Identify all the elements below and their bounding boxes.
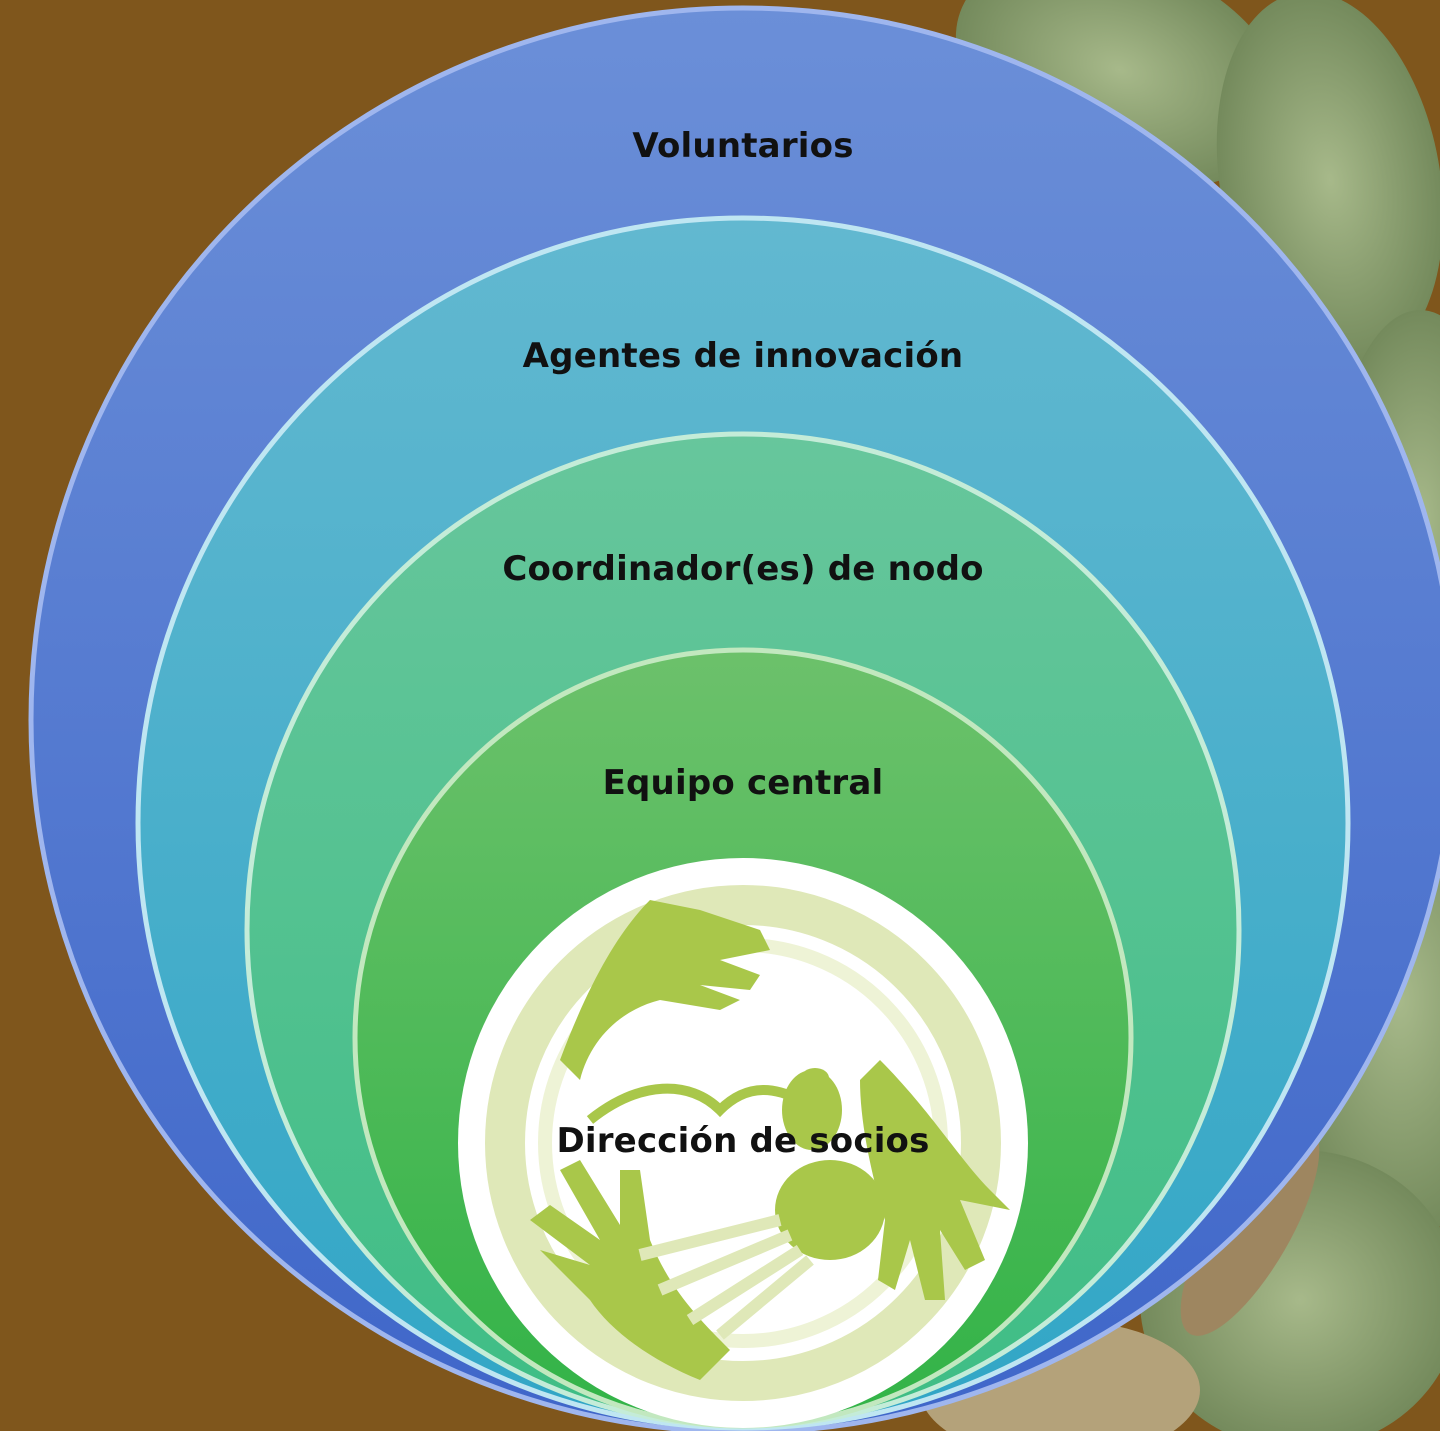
label-equipo: Equipo central [602, 763, 884, 803]
label-agentes: Agentes de innovación [522, 336, 964, 376]
label-direccion: Dirección de socios [556, 1121, 930, 1161]
hands-logo [485, 885, 1010, 1401]
label-voluntarios: Voluntarios [632, 126, 854, 166]
label-coordinadores: Coordinador(es) de nodo [502, 549, 984, 589]
